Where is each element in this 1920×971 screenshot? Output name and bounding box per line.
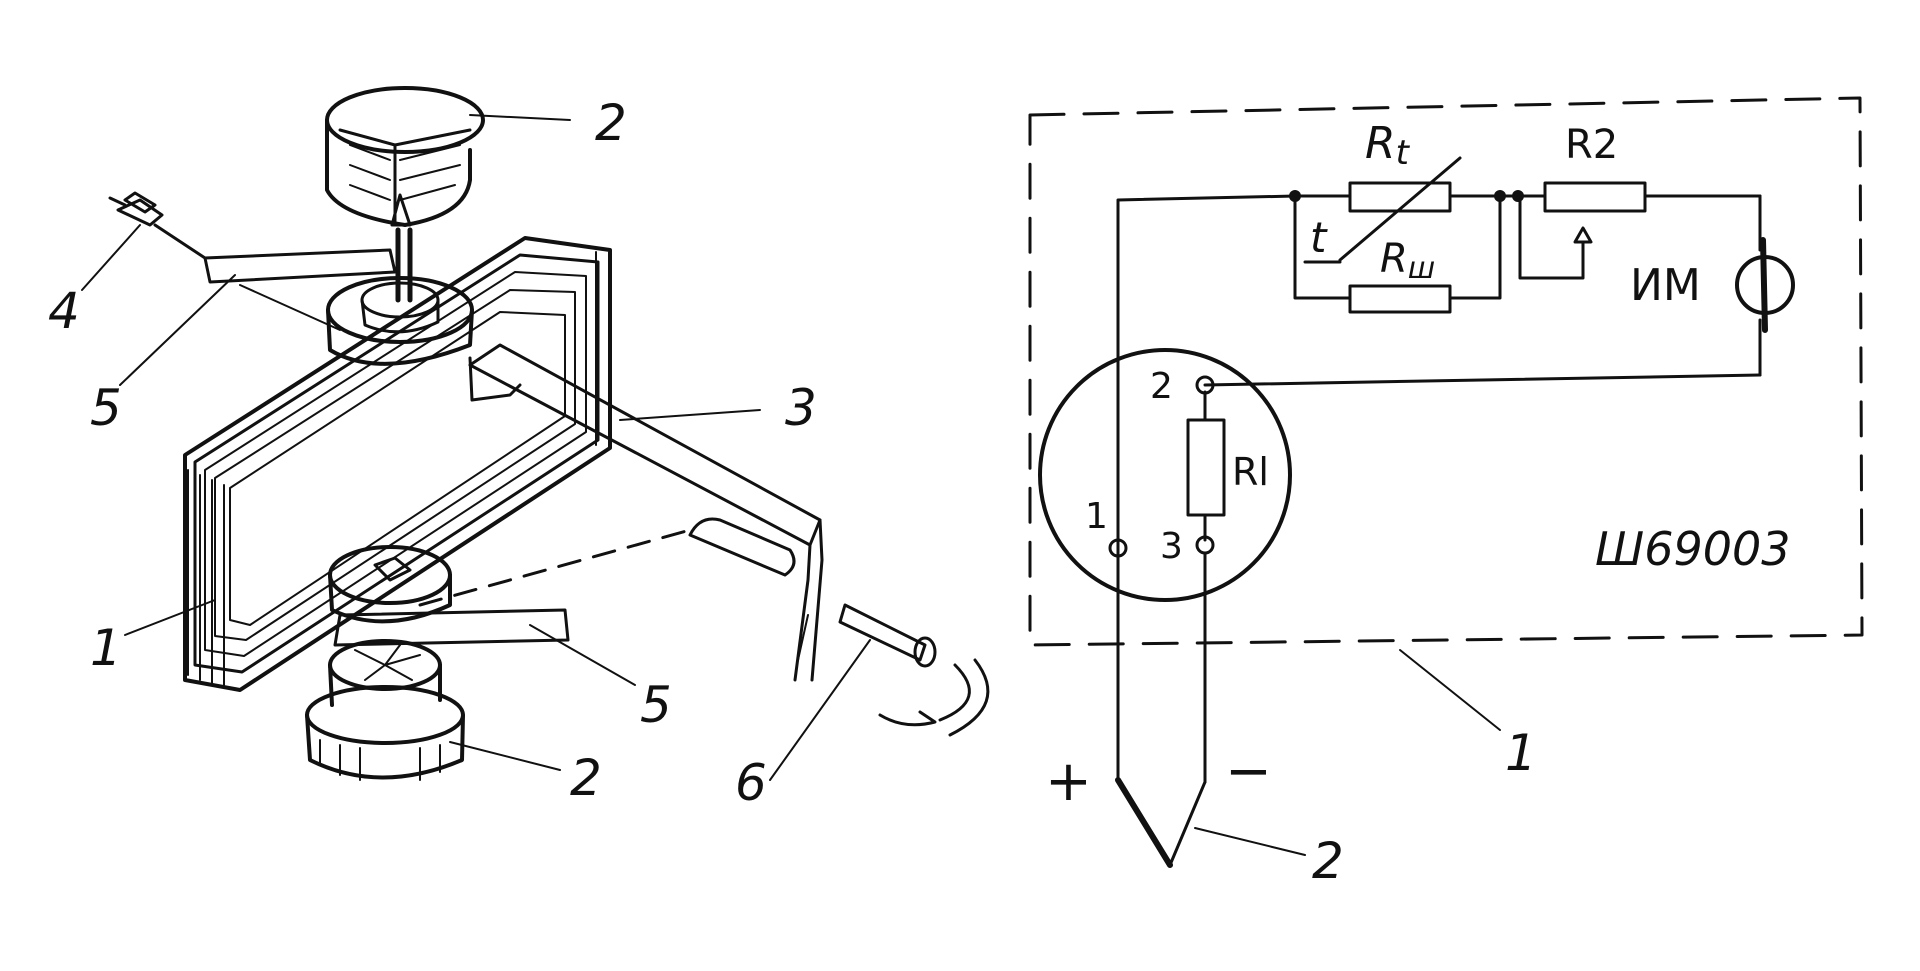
callout-3: 3 xyxy=(785,379,817,437)
counterweight-arm xyxy=(108,191,397,331)
terminal-3-label: 3 xyxy=(1160,526,1183,567)
meter-im xyxy=(1735,237,1795,333)
junction-dot xyxy=(1512,190,1524,202)
junction-dot xyxy=(1494,190,1506,202)
terminal-2 xyxy=(1195,375,1215,395)
callout-6: 6 xyxy=(735,754,767,812)
junction-dot xyxy=(1289,190,1301,202)
resistor-r2 xyxy=(1543,181,1647,244)
r1-label: Rl xyxy=(1232,450,1269,494)
callout-2-bottom: 2 xyxy=(570,749,602,807)
circuit-wires xyxy=(1116,190,1762,722)
rsh-label: Rш xyxy=(1380,236,1435,286)
callout-1: 1 xyxy=(90,619,122,677)
terminal-1-label: 1 xyxy=(1085,496,1108,537)
callout-5-top: 5 xyxy=(90,379,122,437)
lower-rotor xyxy=(328,517,796,647)
resistor-rsh xyxy=(1348,284,1452,314)
thermocouple xyxy=(1115,551,1207,868)
device-model: Ш69003 xyxy=(1595,522,1791,576)
mechanism-figure: 2 4 5 3 1 5 2 6 xyxy=(48,86,990,812)
rt-label: Rt xyxy=(1365,118,1411,173)
connector-head xyxy=(1038,348,1292,602)
mechanism-leaders xyxy=(81,114,871,781)
shaft xyxy=(838,603,990,737)
resistor-r1 xyxy=(1186,418,1226,517)
circuit-figure: Rt t Rш R2 ИМ Rl 2 1 3 xyxy=(1028,96,1864,890)
r2-label: R2 xyxy=(1565,122,1618,168)
rt-temperature-mark: t xyxy=(1310,213,1328,262)
resistor-rt xyxy=(1303,156,1462,264)
housing-boundary xyxy=(1028,96,1864,647)
callout-4: 4 xyxy=(48,282,80,340)
callout-housing: 1 xyxy=(1505,724,1537,782)
top-magnet xyxy=(325,86,485,303)
callout-2-top: 2 xyxy=(595,94,627,152)
pointer xyxy=(468,343,824,682)
meter-label: ИМ xyxy=(1630,260,1701,311)
terminal-2-label: 2 xyxy=(1150,366,1173,407)
bottom-magnet xyxy=(305,639,465,781)
polarity-minus: − xyxy=(1225,739,1272,804)
callout-5-bottom: 5 xyxy=(640,676,672,734)
callout-thermocouple: 2 xyxy=(1312,832,1344,890)
upper-rotor xyxy=(326,276,522,402)
polarity-plus: + xyxy=(1045,749,1092,814)
